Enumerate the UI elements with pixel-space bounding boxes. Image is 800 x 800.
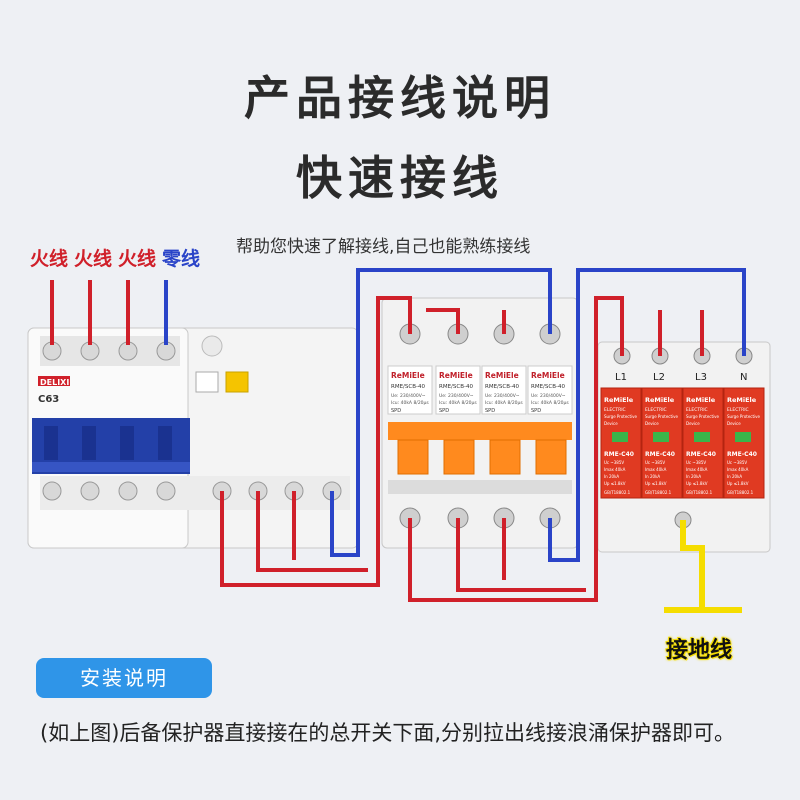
svg-text:Imax 40kA: Imax 40kA xyxy=(604,467,626,472)
svg-text:Surge Protective: Surge Protective xyxy=(645,414,679,419)
svg-text:Device: Device xyxy=(645,421,659,426)
spd-port-n: N xyxy=(740,372,747,383)
svg-text:GB/T18802.1: GB/T18802.1 xyxy=(727,490,754,495)
svg-text:Ue: 230/400V~: Ue: 230/400V~ xyxy=(485,393,520,399)
svg-text:Device: Device xyxy=(686,421,700,426)
scb-labels: ReMiEle RME/SCB-40 Ue: 230/400V~ Icu: 40… xyxy=(387,365,573,415)
svg-text:Uc ~385V: Uc ~385V xyxy=(686,460,706,465)
svg-text:Up ≤1.8kV: Up ≤1.8kV xyxy=(645,481,667,486)
svg-text:Uc ~385V: Uc ~385V xyxy=(645,460,665,465)
svg-text:Up ≤1.8kV: Up ≤1.8kV xyxy=(727,481,749,486)
wire-label-live-3: 火线 xyxy=(118,248,157,270)
svg-text:Icu: 40kA 8/20μs: Icu: 40kA 8/20μs xyxy=(531,400,569,406)
svg-text:GB/T18802.1: GB/T18802.1 xyxy=(604,490,631,495)
page-title: 产品接线说明 xyxy=(244,71,556,125)
breaker-top-terminals xyxy=(40,336,180,366)
breaker-to-scb-wire-1 xyxy=(220,296,412,587)
svg-text:SPD: SPD xyxy=(439,408,449,414)
svg-text:ReMiEle: ReMiEle xyxy=(604,396,634,404)
svg-text:ReMiEle: ReMiEle xyxy=(645,396,675,404)
svg-text:SPD: SPD xyxy=(485,408,495,414)
svg-text:In 20kA: In 20kA xyxy=(686,474,701,479)
svg-text:In 20kA: In 20kA xyxy=(727,474,742,479)
breaker-model: C63 xyxy=(38,394,59,405)
scb-to-spd-neutral-wire xyxy=(548,268,746,562)
wire-label-live-1: 火线 xyxy=(30,248,69,270)
scb-backup-protector: ReMiEle RME/SCB-40 Ue: 230/400V~ Icu: 40… xyxy=(381,297,579,549)
breaker-bottom-terminals xyxy=(40,476,350,510)
scb-orange-handles xyxy=(388,422,572,475)
svg-text:Surge Protective: Surge Protective xyxy=(604,414,638,419)
svg-text:RME/SCB-40: RME/SCB-40 xyxy=(531,384,565,390)
svg-text:Imax 40kA: Imax 40kA xyxy=(686,467,708,472)
surge-protective-device: L1 L2 L3 N ReMiEle ELECTRIC Surge Protec… xyxy=(597,341,771,553)
svg-text:Uc ~385V: Uc ~385V xyxy=(727,460,747,465)
svg-text:Icu: 40kA 8/20μs: Icu: 40kA 8/20μs xyxy=(439,400,477,406)
svg-text:RME/SCB-40: RME/SCB-40 xyxy=(439,384,473,390)
subtitle-text: 帮助您快速了解接线,自己也能熟练接线 xyxy=(236,237,531,257)
svg-text:ReMiEle: ReMiEle xyxy=(727,396,757,404)
svg-text:Surge Protective: Surge Protective xyxy=(686,414,720,419)
svg-text:GB/T18802.1: GB/T18802.1 xyxy=(645,490,672,495)
svg-text:RME/SCB-40: RME/SCB-40 xyxy=(391,384,425,390)
svg-text:RME-C40: RME-C40 xyxy=(645,451,675,458)
wire-label-live-2: 火线 xyxy=(74,248,113,270)
spd-port-l3: L3 xyxy=(695,372,707,383)
svg-text:Uc ~385V: Uc ~385V xyxy=(604,460,624,465)
svg-text:ReMiEle: ReMiEle xyxy=(531,371,565,380)
svg-text:RME-C40: RME-C40 xyxy=(604,451,634,458)
wire-label-neutral: 零线 xyxy=(162,248,201,270)
svg-text:In 20kA: In 20kA xyxy=(604,474,619,479)
install-description: (如上图)后备保护器直接接在的总开关下面,分别拉出线接浪涌保护器即可。 xyxy=(40,721,736,745)
svg-text:RME/SCB-40: RME/SCB-40 xyxy=(485,384,519,390)
scb-to-spd-wire-1 xyxy=(408,296,624,602)
svg-text:ELECTRIC: ELECTRIC xyxy=(645,407,667,413)
svg-text:SPD: SPD xyxy=(531,408,541,414)
svg-text:Device: Device xyxy=(727,421,741,426)
svg-text:In 20kA: In 20kA xyxy=(645,474,660,479)
svg-text:Icu: 40kA 8/20μs: Icu: 40kA 8/20μs xyxy=(391,400,429,406)
svg-text:ELECTRIC: ELECTRIC xyxy=(686,407,708,413)
svg-text:Ue: 230/400V~: Ue: 230/400V~ xyxy=(439,393,474,399)
svg-text:Up ≤1.8kV: Up ≤1.8kV xyxy=(604,481,626,486)
svg-text:Imax 40kA: Imax 40kA xyxy=(727,467,749,472)
svg-text:Surge Protective: Surge Protective xyxy=(727,414,761,419)
ground-wire xyxy=(680,520,705,610)
svg-text:ReMiEle: ReMiEle xyxy=(485,371,519,380)
main-breaker: DELIXI C63 xyxy=(27,327,359,549)
svg-text:ELECTRIC: ELECTRIC xyxy=(604,407,626,413)
rcd-indicator xyxy=(195,371,219,393)
wires xyxy=(50,268,746,613)
breaker-brand: DELIXI xyxy=(40,378,69,387)
spd-port-l2: L2 xyxy=(653,372,665,383)
svg-text:ReMiEle: ReMiEle xyxy=(686,396,716,404)
svg-text:RME-C40: RME-C40 xyxy=(727,451,757,458)
svg-text:ReMiEle: ReMiEle xyxy=(439,371,473,380)
install-instructions-badge: 安装说明 xyxy=(36,658,212,698)
svg-text:Imax 40kA: Imax 40kA xyxy=(645,467,667,472)
svg-text:RME-C40: RME-C40 xyxy=(686,451,716,458)
svg-text:ELECTRIC: ELECTRIC xyxy=(727,407,749,413)
spd-port-l1: L1 xyxy=(615,372,627,383)
svg-text:SPD: SPD xyxy=(391,408,401,414)
svg-text:Device: Device xyxy=(604,421,618,426)
svg-text:ReMiEle: ReMiEle xyxy=(391,371,425,380)
svg-text:GB/T18802.1: GB/T18802.1 xyxy=(686,490,713,495)
test-button-icon xyxy=(201,335,223,357)
svg-text:Up ≤1.8kV: Up ≤1.8kV xyxy=(686,481,708,486)
spd-modules: ReMiEle ELECTRIC Surge Protective Device… xyxy=(600,387,765,499)
rcd-test-button xyxy=(225,371,249,393)
svg-text:Ue: 230/400V~: Ue: 230/400V~ xyxy=(531,393,566,399)
svg-text:Ue: 230/400V~: Ue: 230/400V~ xyxy=(391,393,426,399)
breaker-to-scb-neutral-wire xyxy=(330,268,552,557)
page-subtitle-title: 快速接线 xyxy=(296,151,504,205)
svg-text:Icu: 40kA 8/20μs: Icu: 40kA 8/20μs xyxy=(485,400,523,406)
ground-wire-label: 接地线 xyxy=(666,638,733,663)
